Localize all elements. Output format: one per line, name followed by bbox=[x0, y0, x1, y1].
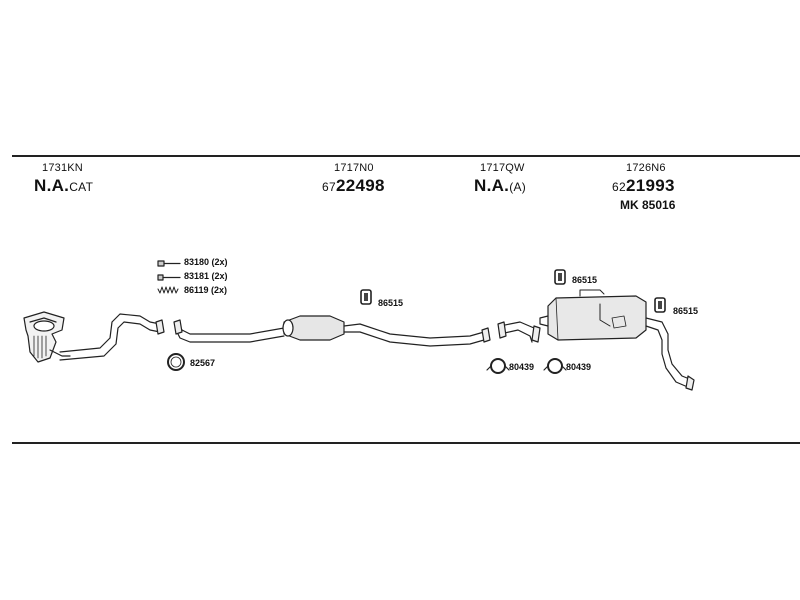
section-4-code-bold: 21993 bbox=[625, 176, 675, 195]
label-82567: 82567 bbox=[190, 358, 216, 368]
section-2-code: 6722498 bbox=[322, 176, 385, 196]
section-3-code: N.A.(A) bbox=[474, 176, 526, 196]
hanger-86515-right-part bbox=[654, 297, 666, 313]
label-80439-a: 80439 bbox=[509, 362, 535, 372]
label-83181: 83181 (2x) bbox=[184, 271, 228, 281]
section-3-code-suffix: (A) bbox=[509, 180, 527, 194]
hanger-86515-upper-part bbox=[554, 269, 566, 285]
section-4-extra: MK 85016 bbox=[620, 198, 676, 212]
connecting-pipe-part bbox=[497, 321, 541, 343]
bottom-divider bbox=[12, 442, 800, 444]
top-divider bbox=[12, 155, 800, 157]
hanger-86515-mid-part bbox=[360, 289, 372, 305]
catalytic-converter-part bbox=[23, 311, 71, 363]
section-1-code: N.A.CAT bbox=[34, 176, 93, 196]
section-4-code-prefix: 62 bbox=[612, 180, 626, 194]
section-2-code-prefix: 67 bbox=[322, 180, 336, 194]
sealing-ring-82567-part bbox=[167, 353, 185, 371]
bolt-83181-part bbox=[157, 274, 181, 281]
front-pipe-part bbox=[59, 313, 165, 361]
middle-silencer-part bbox=[173, 315, 491, 347]
clamp-80439-a-part bbox=[486, 358, 510, 374]
label-86515-mid: 86515 bbox=[378, 298, 404, 308]
bolt-83180-part bbox=[157, 260, 181, 267]
spring-86119-part bbox=[157, 286, 179, 294]
label-80439-b: 80439 bbox=[566, 362, 592, 372]
label-86119: 86119 (2x) bbox=[184, 285, 228, 295]
section-4-ref: 1726N6 bbox=[626, 162, 666, 174]
section-3-ref: 1717QW bbox=[480, 162, 525, 174]
rear-muffler-part bbox=[539, 289, 695, 391]
section-3-code-bold: N.A. bbox=[474, 176, 510, 195]
section-4-code: 6221993 bbox=[612, 176, 675, 196]
label-86515-right: 86515 bbox=[673, 306, 699, 316]
label-83180: 83180 (2x) bbox=[184, 257, 228, 267]
section-2-code-bold: 22498 bbox=[335, 176, 385, 195]
section-1-ref: 1731KN bbox=[42, 162, 83, 174]
section-1-code-suffix: CAT bbox=[69, 180, 94, 194]
section-2-ref: 1717N0 bbox=[334, 162, 374, 174]
clamp-80439-b-part bbox=[543, 358, 567, 374]
label-86515-upper: 86515 bbox=[572, 275, 598, 285]
section-1-code-bold: N.A. bbox=[34, 176, 70, 195]
